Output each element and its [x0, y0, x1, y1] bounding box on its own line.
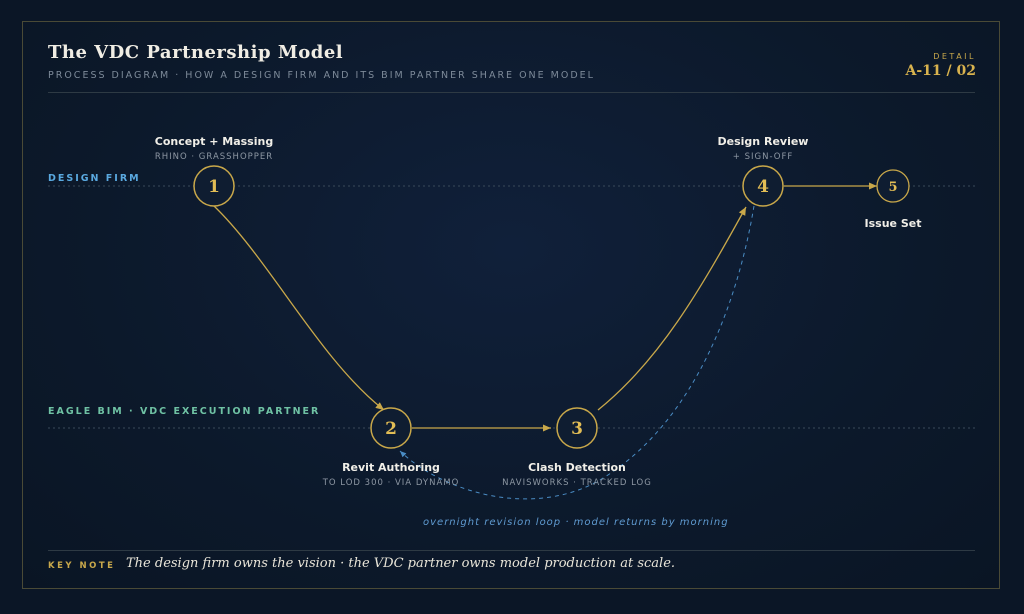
- step-node-3: 3: [556, 407, 598, 449]
- svg-text:2: 2: [385, 419, 397, 439]
- revision-loop-arrow: [399, 205, 755, 500]
- detail-label: DETAIL: [933, 52, 976, 61]
- step-node-1: 1: [193, 165, 235, 207]
- key-note-label: KEY NOTE: [48, 561, 116, 571]
- svg-text:5: 5: [888, 180, 897, 195]
- step-node-4: 4: [742, 165, 784, 207]
- node-2-title: Revit Authoring: [342, 461, 440, 474]
- lane-label-partner: EAGLE BIM · VDC EXECUTION PARTNER: [48, 406, 321, 417]
- node-4-title: Design Review: [717, 135, 809, 148]
- detail-code: A-11 / 02: [905, 63, 977, 79]
- svg-text:1: 1: [208, 177, 220, 197]
- node-4-subtitle: + SIGN-OFF: [732, 152, 794, 162]
- node-3-title: Clash Detection: [528, 461, 626, 474]
- diagram-frame: [22, 21, 1000, 589]
- lane-label-design-firm: DESIGN FIRM: [48, 173, 141, 184]
- node-3-subtitle: NAVISWORKS · TRACKED LOG: [502, 478, 652, 488]
- svg-text:4: 4: [757, 177, 769, 197]
- connector-1-to-2: [213, 205, 385, 411]
- step-node-2: 2: [370, 407, 412, 449]
- node-1-title: Concept + Massing: [154, 135, 274, 148]
- connector-3-to-4: [597, 206, 747, 411]
- page-title: The VDC Partnership Model: [48, 42, 344, 63]
- revision-loop-note: overnight revision loop · model returns …: [423, 517, 729, 528]
- node-1-subtitle: RHINO · GRASSHOPPER: [154, 152, 274, 162]
- page-subtitle: PROCESS DIAGRAM · HOW A DESIGN FIRM AND …: [48, 70, 595, 81]
- key-note-text: The design firm owns the vision · the VD…: [126, 556, 676, 571]
- node-2-subtitle: TO LOD 300 · VIA DYNAMO: [322, 478, 460, 488]
- step-node-5: 5: [876, 169, 910, 203]
- svg-text:3: 3: [571, 419, 583, 439]
- header-divider: [48, 92, 975, 93]
- footer-divider: [48, 550, 975, 551]
- node-5-title: Issue Set: [864, 217, 922, 230]
